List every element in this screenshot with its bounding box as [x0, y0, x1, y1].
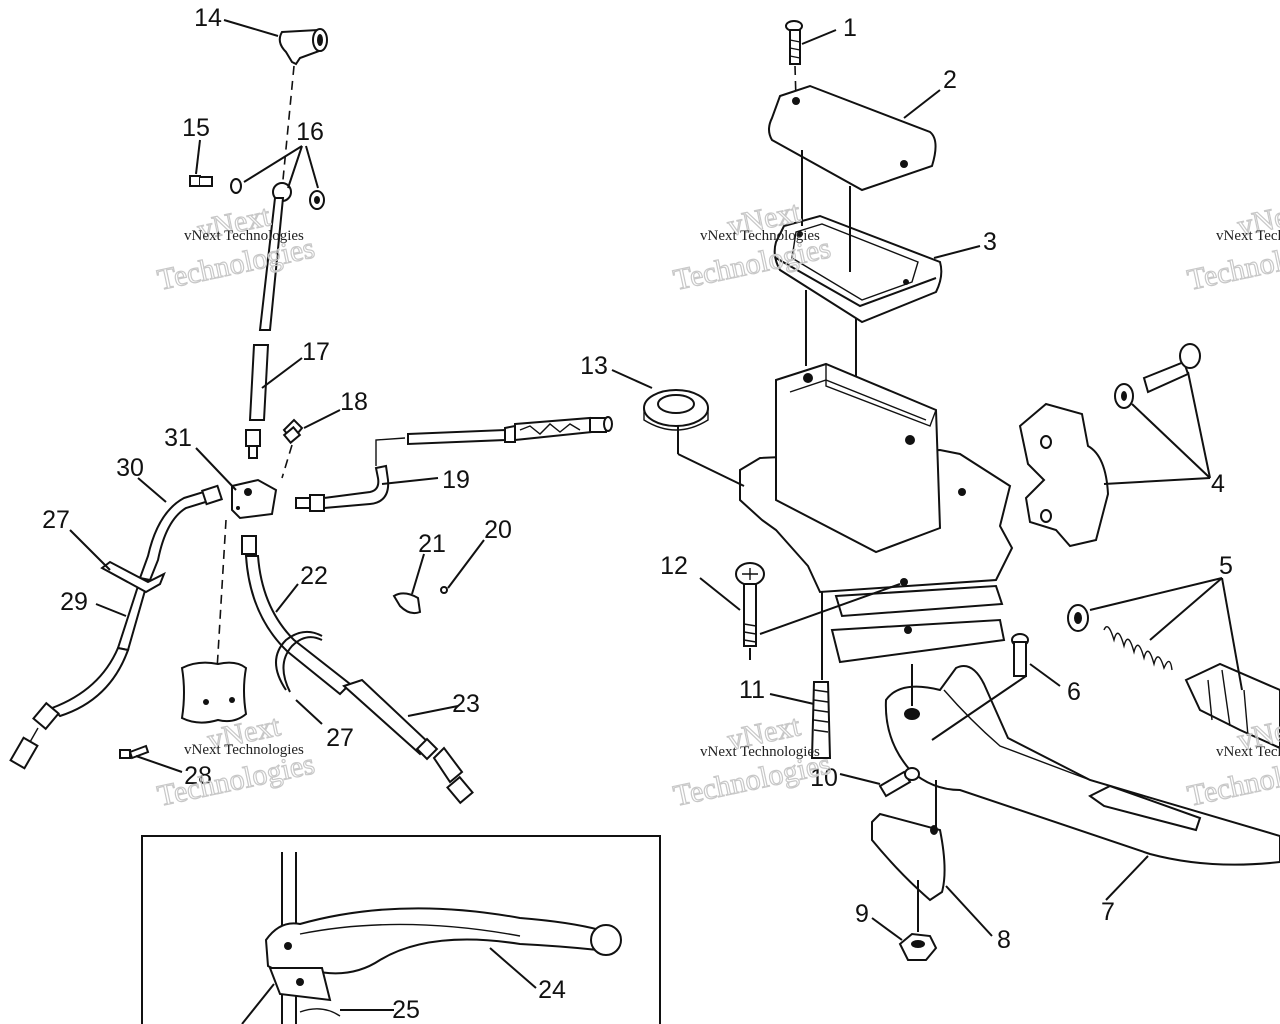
tee-fitting-part: [278, 28, 328, 66]
adjuster-screw-part: [878, 767, 920, 798]
callout-number-17: 17: [302, 338, 330, 366]
watermark-small: vNext Technologies: [700, 744, 820, 760]
callout-number-24: 24: [538, 976, 566, 1004]
callout-number-28: 28: [184, 762, 212, 790]
rear-brake-line-part: [295, 416, 613, 512]
lock-nut-part: [898, 932, 938, 961]
callout-number-15: 15: [182, 114, 210, 142]
master-cylinder-body-part: [739, 362, 1014, 664]
callout-number-3: 3: [983, 228, 997, 256]
watermark-small: vNext Technologies: [184, 742, 304, 758]
bleeder-valve-part: [282, 418, 304, 445]
leader-lines: [69, 19, 1243, 1024]
callout-number-25: 25: [392, 996, 420, 1024]
callout-number-14: 14: [194, 4, 222, 32]
hose-clamp-part: [275, 630, 323, 693]
callout-number-16: 16: [296, 118, 324, 146]
callout-number-29: 29: [60, 588, 88, 616]
diaphragm-gasket-part: [773, 214, 943, 324]
callout-number-7: 7: [1101, 898, 1115, 926]
watermark-small: vNext Technologies: [1216, 228, 1280, 244]
callout-number-27: 27: [42, 506, 70, 534]
callout-number-2: 2: [943, 66, 957, 94]
screw-part: [119, 744, 150, 760]
lever-cam-part: [871, 812, 946, 902]
right-brake-hose-part: [241, 535, 474, 805]
callout-number-13: 13: [580, 352, 608, 380]
callout-number-6: 6: [1067, 678, 1081, 706]
callout-number-10: 10: [810, 764, 838, 792]
inset-detail-box: [141, 835, 661, 1024]
brake-clip-part: [392, 586, 448, 615]
callout-number-11: 11: [739, 676, 765, 704]
handlebar-clamp-part: [1018, 402, 1110, 548]
mount-bolt-part: [810, 681, 832, 759]
clamp-bolt-part: [1114, 343, 1201, 409]
callout-number-1: 1: [843, 14, 857, 42]
cover-screw-part: [785, 20, 803, 65]
boot-ring-part: [643, 389, 709, 431]
callout-number-21: 21: [418, 530, 446, 558]
callout-number-12: 12: [660, 552, 688, 580]
watermark-small: vNext Technologies: [700, 228, 820, 244]
callout-number-23: 23: [452, 690, 480, 718]
reservoir-cover-part: [768, 84, 937, 192]
callout-number-20: 20: [484, 516, 512, 544]
callout-number-9: 9: [855, 900, 869, 928]
callout-number-5: 5: [1219, 552, 1233, 580]
pivot-pin-part: [1011, 633, 1029, 677]
upper-brake-line-part: [245, 197, 285, 459]
banjo-bolt-part: [189, 175, 325, 210]
callout-number-31: 31: [164, 424, 192, 452]
callout-number-22: 22: [300, 562, 328, 590]
watermark-small: vNext Technologies: [184, 228, 304, 244]
distribution-block-part: [231, 478, 278, 520]
watermark-small: vNext Technologies: [1216, 744, 1280, 760]
left-brake-hose-part: [9, 484, 224, 770]
callout-number-4: 4: [1211, 470, 1225, 498]
hose-clamp-part: [100, 560, 166, 594]
mounting-plate-part: [180, 661, 248, 724]
callout-number-27: 27: [326, 724, 354, 752]
callout-number-19: 19: [442, 466, 470, 494]
pivot-bolt-part: [735, 562, 765, 647]
callout-number-30: 30: [116, 454, 144, 482]
callout-number-18: 18: [340, 388, 368, 416]
piston-spring-part: [1067, 604, 1280, 750]
callout-number-8: 8: [997, 926, 1011, 954]
